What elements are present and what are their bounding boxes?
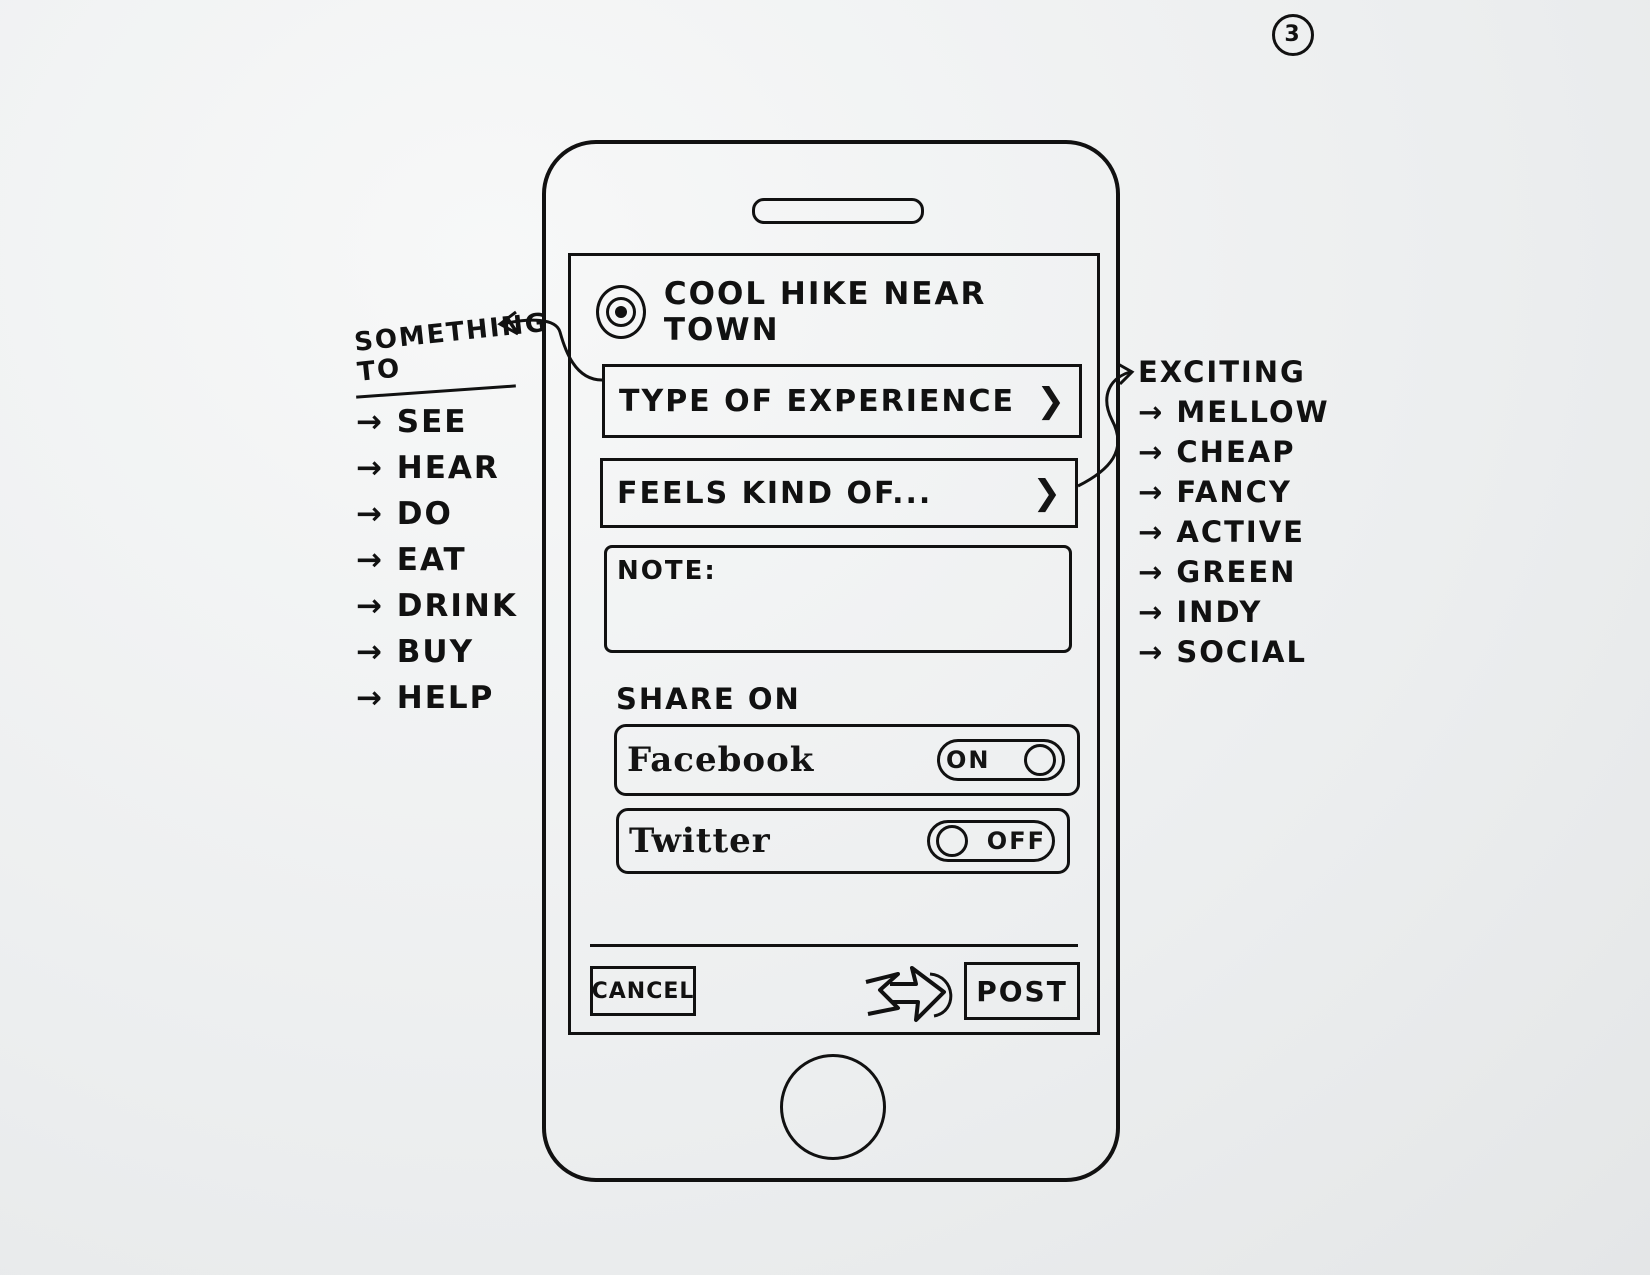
list-item: → SOCIAL	[1138, 635, 1307, 669]
facebook-toggle[interactable]: ON	[937, 739, 1065, 781]
list-item: → MELLOW	[1138, 395, 1330, 429]
annotation-heading: SOMETHING TO	[353, 307, 558, 388]
list-item: EXCITING	[1138, 355, 1306, 389]
post-title-row: COOL HIKE NEAR TOWN	[596, 276, 1076, 348]
phone-frame	[542, 140, 1120, 1182]
feels-kind-of-label: FEELS KIND OF...	[617, 475, 933, 511]
list-item: → DRINK	[356, 588, 518, 624]
annotation-feels-kind-of: EXCITING → MELLOW → CHEAP → FANCY → ACTI…	[1138, 352, 1338, 672]
send-icon[interactable]	[860, 960, 960, 1026]
phone-screen	[568, 253, 1100, 1035]
twitter-label: Twitter	[629, 821, 771, 861]
toggle-knob-icon	[936, 825, 968, 857]
note-label: NOTE:	[617, 556, 717, 586]
list-item: → BUY	[356, 634, 475, 670]
experience-type-list: → SEE → HEAR → DO → EAT → DRINK → BUY → …	[356, 399, 556, 721]
page-number: 3	[1272, 14, 1314, 56]
post-title: COOL HIKE NEAR TOWN	[663, 276, 987, 348]
note-field[interactable]: NOTE:	[604, 545, 1072, 653]
list-item: → DO	[356, 496, 453, 532]
right-connector-arrowhead	[1117, 362, 1135, 386]
chevron-right-icon: ❯	[1036, 381, 1066, 421]
list-item: → EAT	[356, 542, 467, 578]
home-button[interactable]	[780, 1054, 886, 1160]
list-item: → SEE	[356, 404, 468, 440]
list-item: → ACTIVE	[1138, 515, 1305, 549]
share-row-twitter: Twitter OFF	[616, 808, 1070, 874]
toggle-state-label: ON	[946, 746, 991, 774]
facebook-label: Facebook	[627, 740, 815, 780]
list-item: → CHEAP	[1138, 435, 1296, 469]
share-on-label: SHARE ON	[616, 682, 801, 716]
speaker-slot	[752, 198, 924, 224]
twitter-toggle[interactable]: OFF	[927, 820, 1055, 862]
list-item: → FANCY	[1138, 475, 1292, 509]
list-item: → GREEN	[1138, 555, 1297, 589]
type-of-experience-label: TYPE OF EXPERIENCE	[619, 383, 1016, 419]
list-item: → HEAR	[356, 450, 500, 486]
list-item: → HELP	[356, 680, 495, 716]
feeling-list: EXCITING → MELLOW → CHEAP → FANCY → ACTI…	[1138, 352, 1338, 672]
feels-kind-of-row[interactable]: FEELS KIND OF... ❯	[600, 458, 1078, 528]
share-row-facebook: Facebook ON	[614, 724, 1080, 796]
list-item: → INDY	[1138, 595, 1263, 629]
post-button[interactable]: POST	[964, 962, 1080, 1020]
annotation-underline	[356, 384, 516, 399]
target-icon	[596, 285, 646, 339]
type-of-experience-row[interactable]: TYPE OF EXPERIENCE ❯	[602, 364, 1082, 438]
toggle-state-label: OFF	[986, 827, 1046, 855]
cancel-button[interactable]: CANCEL	[590, 966, 696, 1016]
annotation-something-to: SOMETHING TO → SEE → HEAR → DO → EAT → D…	[353, 308, 556, 721]
toolbar-divider	[590, 944, 1078, 947]
chevron-right-icon: ❯	[1032, 473, 1062, 513]
toggle-knob-icon	[1024, 744, 1056, 776]
